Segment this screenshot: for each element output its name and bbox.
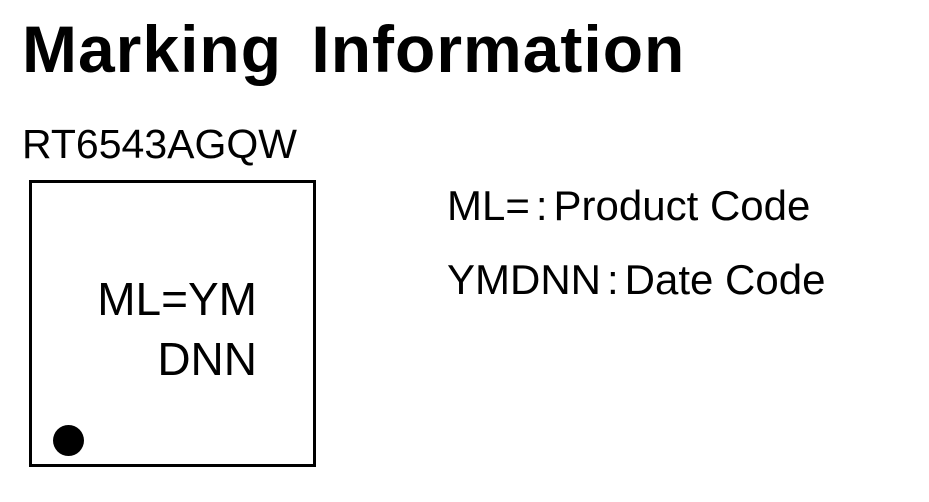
legend-meaning: Product Code (553, 182, 811, 229)
package-outline: ML=YM DNN (29, 180, 316, 467)
legend-code: ML= (447, 182, 530, 229)
page-title: Marking Information (22, 12, 686, 86)
legend-separator: : (607, 256, 619, 303)
marking-line-2: DNN (157, 333, 257, 385)
legend-date-code: YMDNN:Date Code (447, 259, 825, 301)
legend-product-code: ML=:Product Code (447, 185, 810, 227)
legend-separator: : (535, 182, 548, 229)
legend-meaning: Date Code (624, 256, 826, 303)
part-number-label: RT6543AGQW (22, 121, 297, 167)
marking-line-1: ML=YM (97, 273, 257, 325)
pin1-marker-icon (53, 425, 84, 456)
legend-code: YMDNN (447, 256, 601, 303)
